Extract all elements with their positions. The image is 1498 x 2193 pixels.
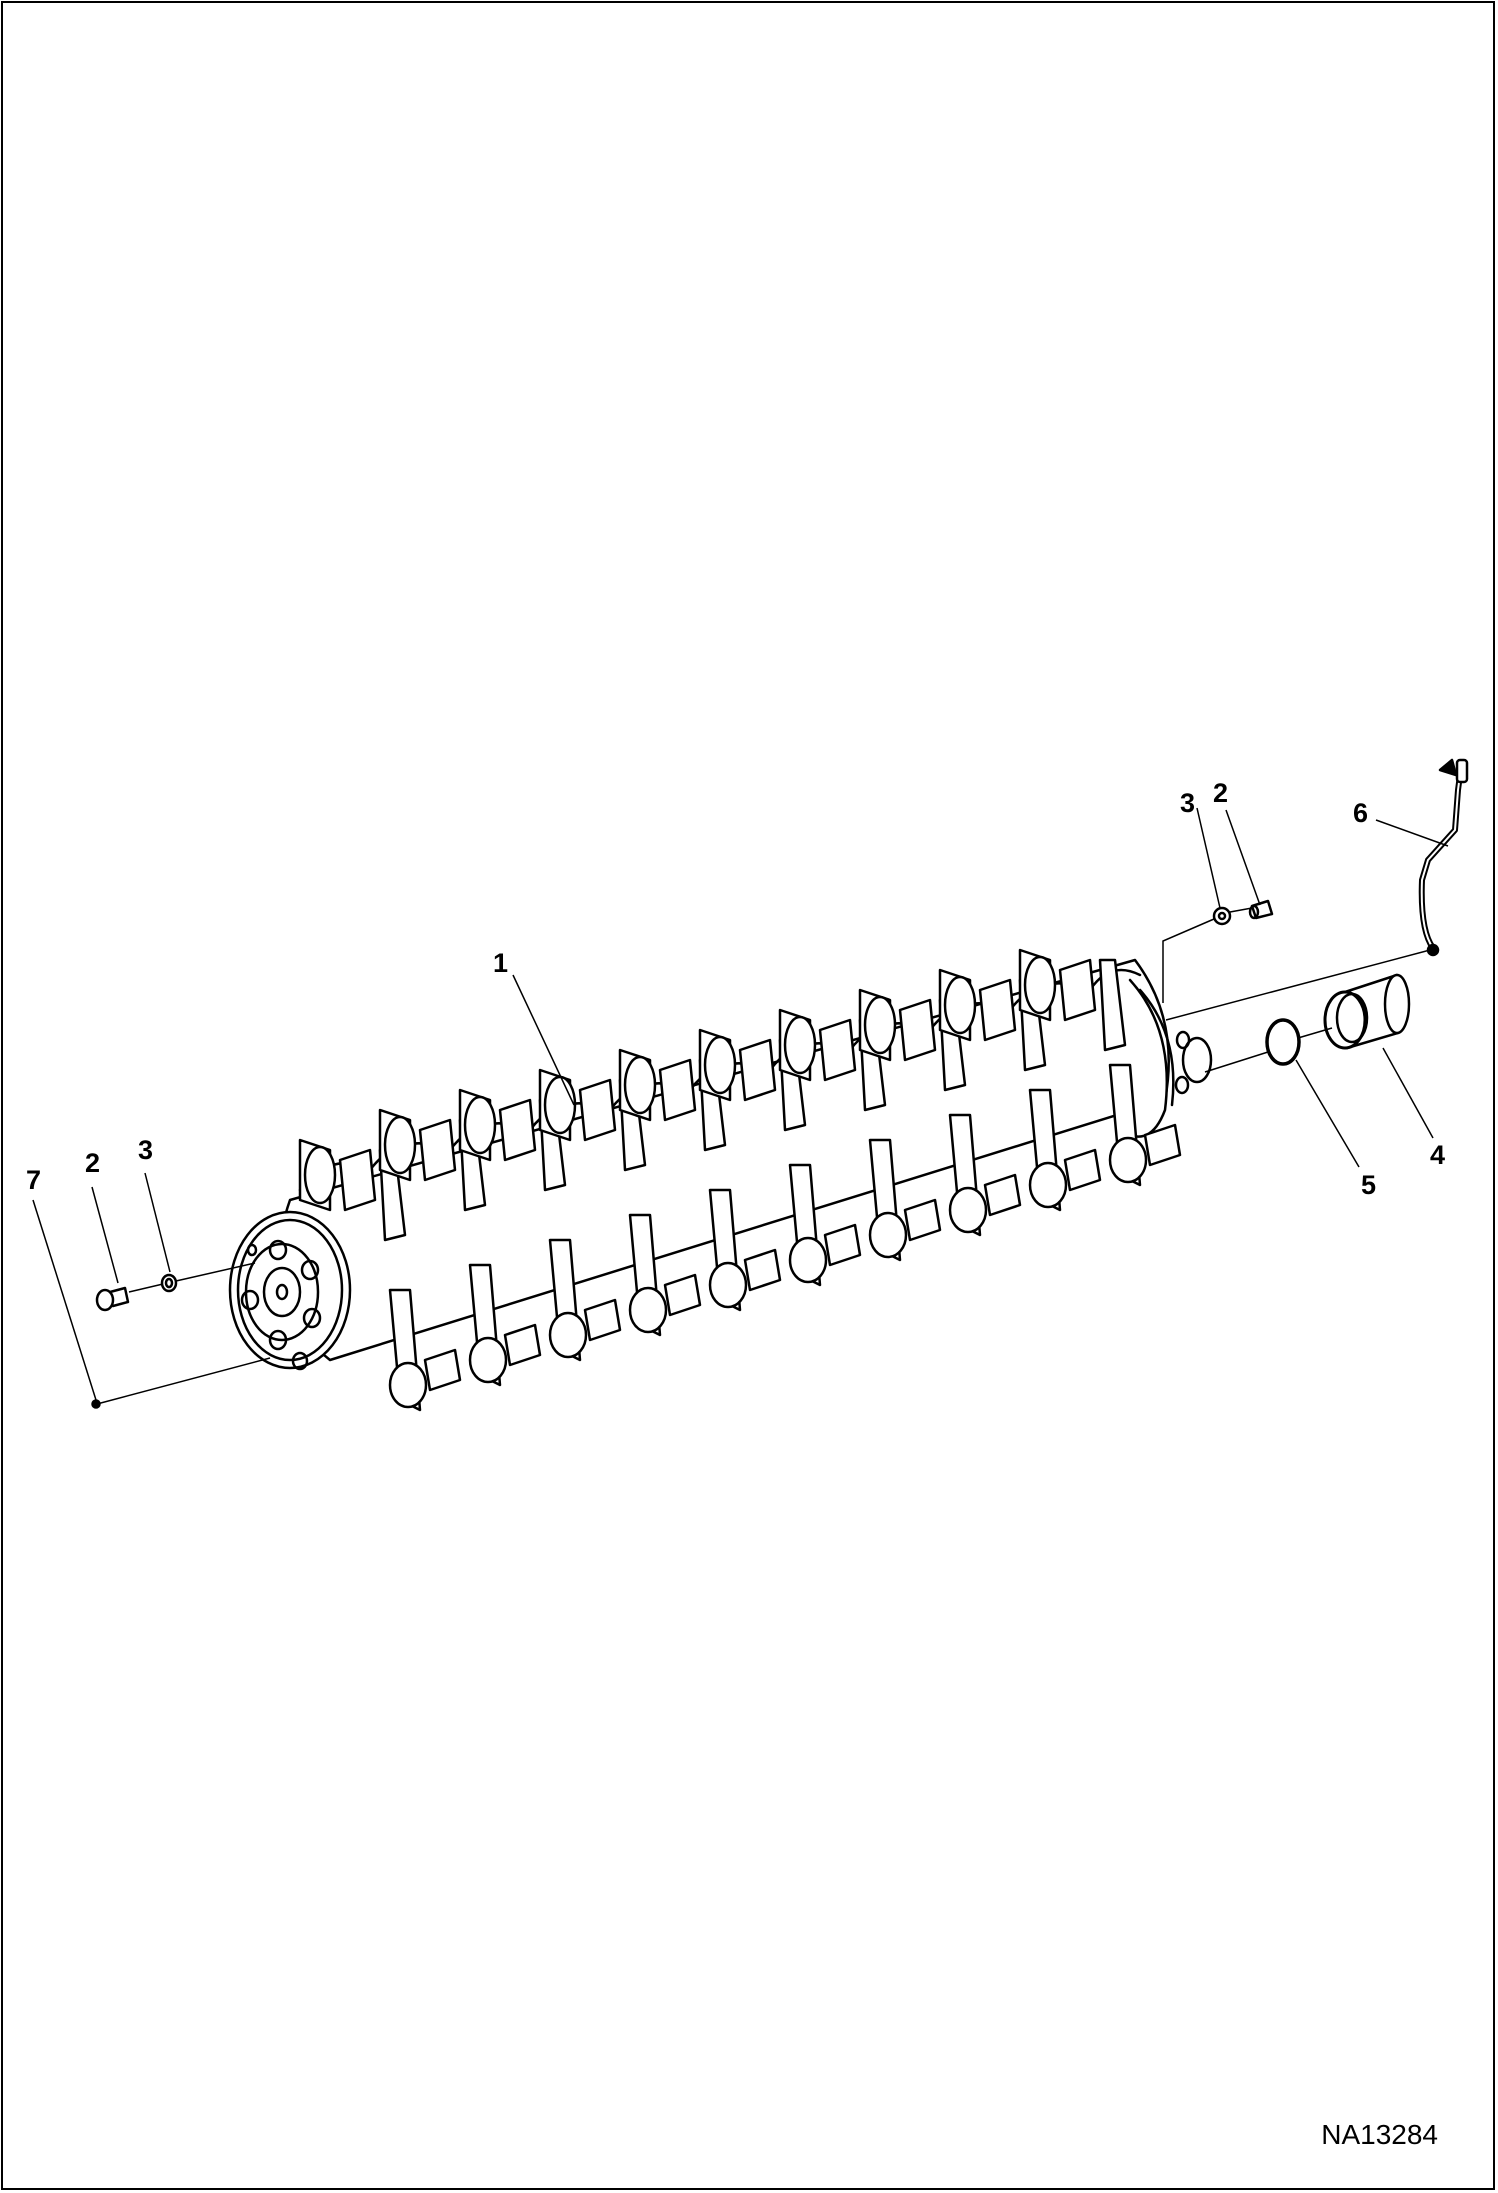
figure-id: NA13284 (1321, 2119, 1438, 2150)
callout-6-grease-line: 6 (1353, 798, 1369, 828)
o-ring (1265, 1018, 1301, 1066)
callout-5-o-ring: 5 (1361, 1170, 1377, 1200)
leader-lines (32, 807, 1449, 1405)
bearing (1323, 973, 1411, 1050)
callout-3-right-washer: 3 (1180, 788, 1196, 818)
left-hub (228, 1210, 352, 1371)
callout-2-left-bolt: 2 (85, 1148, 101, 1178)
callout-3-left-washer: 3 (138, 1135, 154, 1165)
callout-4-bearing: 4 (1430, 1140, 1446, 1170)
grease-line (1418, 758, 1469, 957)
callout-1-rotor-drum: 1 (493, 948, 509, 978)
callout-7-grease-fitting: 7 (26, 1165, 42, 1195)
callout-2-right-bolt: 2 (1213, 778, 1229, 808)
right-bolt-and-washer (1212, 899, 1274, 926)
left-bolt-and-washer (95, 1273, 178, 1312)
lower-teeth (388, 1063, 1182, 1412)
upper-teeth (298, 948, 1127, 1242)
